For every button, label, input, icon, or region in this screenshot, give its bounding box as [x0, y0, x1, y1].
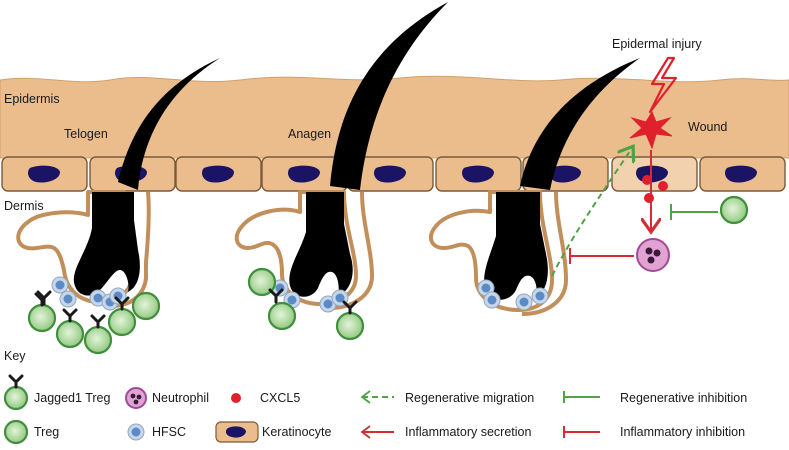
key-regenerative-inhibition-icon — [563, 391, 600, 403]
cxcl5-dots — [642, 175, 668, 203]
key-cxcl5-icon — [231, 393, 241, 403]
key-inflammatory-secretion-icon — [360, 425, 394, 439]
key-cxcl5: CXCL5 — [260, 391, 300, 405]
key-regenerative-migration-icon — [360, 390, 394, 404]
label-dermis: Dermis — [4, 199, 44, 213]
epidermis-layer — [0, 75, 789, 159]
key-inflammatory-inhibition: Inflammatory inhibition — [620, 425, 745, 439]
neutrophil-cell — [636, 238, 670, 272]
lightning-bolt-icon — [648, 56, 678, 114]
wound-star-icon — [629, 110, 673, 150]
label-wound: Wound — [688, 120, 727, 134]
inflammatory-inhibition-line — [569, 248, 634, 264]
label-epidermal-injury: Epidermal injury — [612, 37, 702, 51]
key-title: Key — [4, 349, 26, 363]
label-telogen: Telogen — [64, 127, 108, 141]
regenerative-migration-arrow — [551, 148, 632, 277]
key-neutrophil-icon — [125, 387, 147, 409]
key-hfsc: HFSC — [152, 425, 186, 439]
jagged1-receptors — [36, 288, 284, 306]
key-regenerative-migration: Regenerative migration — [405, 391, 534, 405]
label-epidermis: Epidermis — [4, 92, 60, 106]
regenerative-inhibition-line — [670, 204, 718, 220]
key-treg-icon — [3, 419, 29, 445]
key-keratinocyte-icon — [215, 421, 259, 443]
key-jagged1-treg-icon — [3, 374, 29, 411]
key-neutrophil: Neutrophil — [152, 391, 209, 405]
key-keratinocyte: Keratinocyte — [262, 425, 332, 439]
key-jagged1-treg: Jagged1 Treg — [34, 391, 110, 405]
key-inflammatory-secretion: Inflammatory secretion — [405, 425, 531, 439]
follicle-wound — [428, 58, 640, 316]
label-anagen: Anagen — [288, 127, 331, 141]
key-hfsc-icon — [127, 423, 145, 441]
key-legend: Key Jagged1 Treg Treg Neutrophil HFSC CX… — [3, 349, 747, 445]
follicle-anagen — [234, 2, 448, 310]
follicle-telogen — [16, 58, 220, 308]
key-inflammatory-inhibition-icon — [563, 426, 600, 438]
key-regenerative-inhibition: Regenerative inhibition — [620, 391, 747, 405]
key-treg: Treg — [34, 425, 59, 439]
